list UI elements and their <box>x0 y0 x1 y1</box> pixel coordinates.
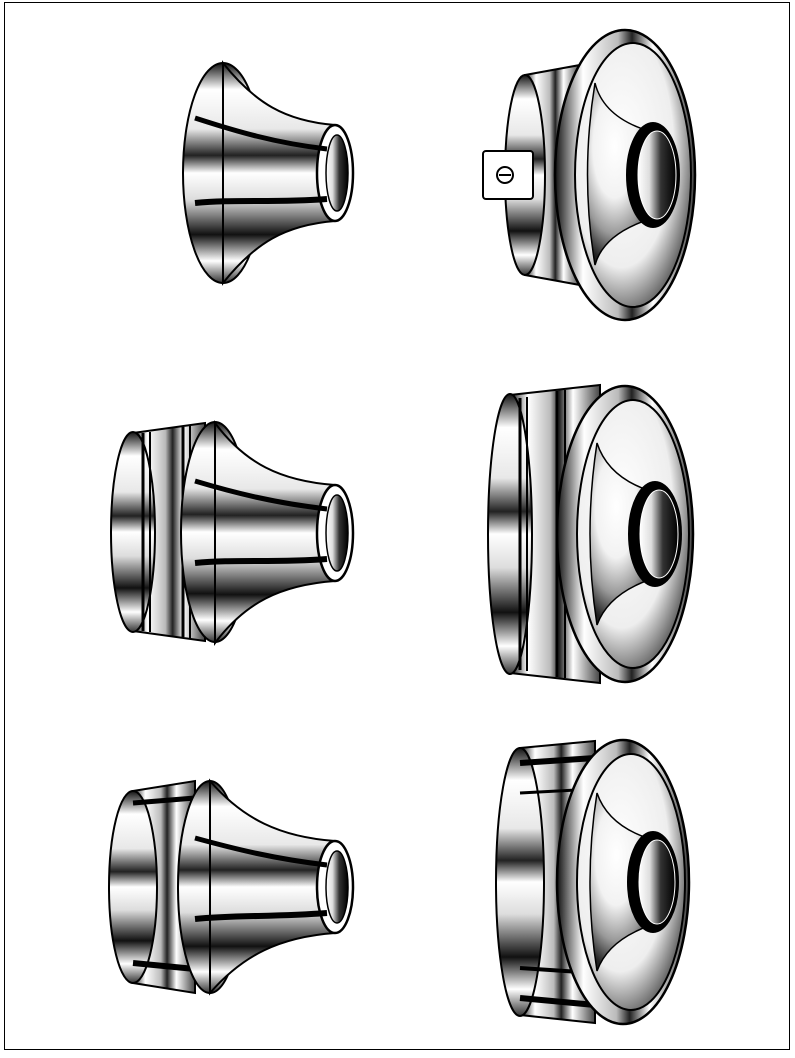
illustration-frame <box>4 2 790 1050</box>
fittings-illustration <box>108 28 697 1026</box>
bell-with-clamp-collar-front <box>482 28 697 322</box>
grooved-collar-bell-front <box>487 383 695 685</box>
plain-collar-bell-side <box>108 778 355 996</box>
plain-collar-bell-front <box>495 738 691 1026</box>
plain-flared-bell-side <box>182 60 355 286</box>
grooved-collar-bell-side <box>110 420 355 646</box>
